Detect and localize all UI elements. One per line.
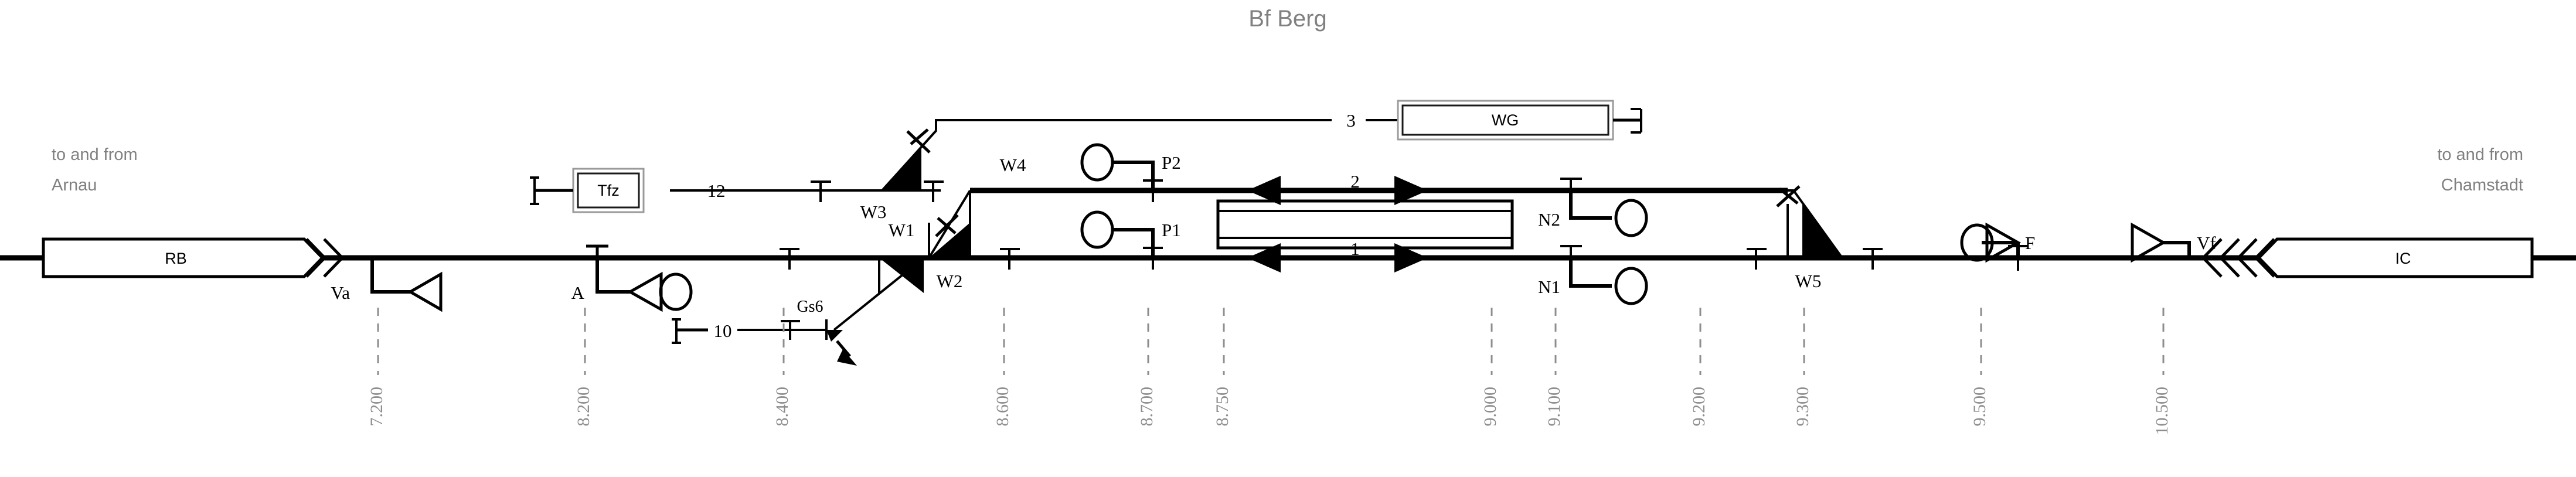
track-3-number: 3	[1346, 110, 1356, 131]
km-marker-label: 9.100	[1544, 387, 1564, 427]
track-2-arrows	[1247, 176, 1428, 205]
switch-w4[interactable]: W4	[1000, 155, 1026, 175]
signal-f[interactable]: F	[1960, 222, 2035, 271]
building-tfz-label: Tfz	[597, 182, 620, 199]
building-wg-label: WG	[1492, 111, 1519, 129]
signal-a[interactable]: A	[571, 258, 693, 312]
switch-w1-label: W1	[889, 220, 915, 240]
track-joint-w5-left	[1747, 248, 1767, 270]
track-joint-track1-a	[1000, 248, 1020, 270]
signal-p1[interactable]: P1	[1080, 210, 1181, 270]
km-marker: 9.200	[1689, 308, 1709, 427]
signal-va[interactable]: Va	[331, 258, 443, 312]
km-marker-label: 8.400	[773, 387, 792, 427]
switch-w2[interactable]: W2	[928, 189, 971, 291]
km-marker-label: 9.200	[1689, 387, 1709, 427]
signal-vf[interactable]: Vf	[2131, 222, 2216, 263]
track-joint-track10	[781, 320, 800, 340]
signal-f-label: F	[2025, 233, 2035, 253]
km-marker: 9.300	[1793, 308, 1812, 427]
ic-chevrons	[2201, 238, 2275, 278]
direction-box-rb-label: RB	[165, 250, 187, 267]
buffer-stop-tfz	[530, 176, 573, 205]
signal-vf-label: Vf	[2197, 233, 2216, 253]
switch-w4-label: W4	[1000, 155, 1026, 175]
km-marker: 8.700	[1137, 308, 1156, 427]
km-marker: 8.750	[1213, 308, 1232, 427]
track-2-number: 2	[1350, 171, 1360, 192]
switch-w3[interactable]: W3	[860, 129, 938, 222]
km-marker-label: 9.500	[1970, 387, 1989, 427]
switch-w3-label: W3	[860, 202, 887, 222]
page-title: Bf Berg	[1248, 6, 1326, 32]
building-tfz: Tfz	[572, 168, 645, 213]
switch-w2-label: W2	[937, 271, 963, 291]
rail-track3-corner	[935, 119, 947, 130]
km-marker: 9.500	[1970, 308, 1989, 427]
buffer-stop-wg	[1613, 108, 1642, 134]
signal-n1[interactable]: N1	[1538, 245, 1648, 305]
km-marker: 10.500	[2152, 308, 2172, 435]
km-marker-label: 9.000	[1481, 387, 1500, 427]
switch-w5[interactable]: W5	[1785, 189, 1843, 291]
km-marker: 9.000	[1481, 308, 1500, 427]
left-direction-line2: Arnau	[52, 176, 97, 195]
signal-n1-label: N1	[1538, 277, 1560, 297]
signal-n2-label: N2	[1538, 209, 1560, 230]
left-direction-line1: to and from	[52, 145, 138, 164]
buffer-stop-track10	[672, 318, 708, 344]
switch-w1[interactable]: W1	[833, 220, 925, 331]
signal-n2[interactable]: N2	[1538, 178, 1648, 237]
signal-a-label: A	[571, 282, 585, 303]
track-joint-a	[586, 244, 608, 270]
track-joint-w5-right	[1863, 248, 1883, 270]
direction-box-rb: RB	[42, 237, 325, 278]
km-marker-label: 8.750	[1213, 387, 1232, 427]
building-wg: WG	[1397, 100, 1614, 141]
switch-w5-label: W5	[1795, 271, 1822, 291]
track-joint-w5-diverge	[1776, 185, 1801, 207]
signal-p1-label: P1	[1162, 220, 1181, 240]
rb-chevrons	[305, 238, 345, 278]
derailer-gs6-label: Gs6	[797, 298, 823, 316]
signal-p2-label: P2	[1162, 152, 1181, 173]
km-marker: 7.200	[367, 308, 386, 427]
direction-box-ic-label: IC	[2395, 250, 2411, 267]
track-joint-w4-left	[924, 180, 944, 202]
km-marker: 9.100	[1544, 308, 1564, 427]
km-marker-label: 8.200	[574, 387, 593, 427]
km-marker: 8.600	[993, 308, 1012, 427]
track-joint-w1-left	[780, 248, 799, 270]
derailer-gs6[interactable]: Gs6	[797, 298, 857, 366]
track-12-number: 12	[707, 180, 726, 201]
km-marker-layer: 7.200 8.200 8.400 8.600 8.700 8.750 9.000 9.100…	[367, 308, 2172, 435]
km-marker-label: 8.600	[993, 387, 1012, 427]
signal-va-label: Va	[331, 282, 350, 303]
km-marker-label: 7.200	[367, 387, 386, 427]
direction-box-ic: IC	[2257, 237, 2534, 278]
track-1-arrows	[1247, 243, 1428, 272]
track-joint-w2-diverge	[935, 214, 959, 237]
track-1-number: 1	[1350, 238, 1360, 259]
signal-p2[interactable]: P2	[1080, 143, 1181, 202]
km-marker: 8.200	[574, 308, 593, 427]
track-10-number: 10	[714, 321, 732, 341]
km-marker-label: 9.300	[1793, 387, 1812, 427]
right-direction-line1: to and from	[2437, 145, 2523, 164]
right-direction-line2: Chamstadt	[2441, 176, 2523, 195]
km-marker: 8.400	[773, 308, 792, 427]
km-marker-label: 8.700	[1137, 387, 1156, 427]
km-marker-label: 10.500	[2152, 387, 2172, 435]
platform	[1216, 199, 1514, 250]
track-joint-w3-left	[811, 180, 831, 202]
track-joint-w3-diverge	[906, 128, 931, 154]
